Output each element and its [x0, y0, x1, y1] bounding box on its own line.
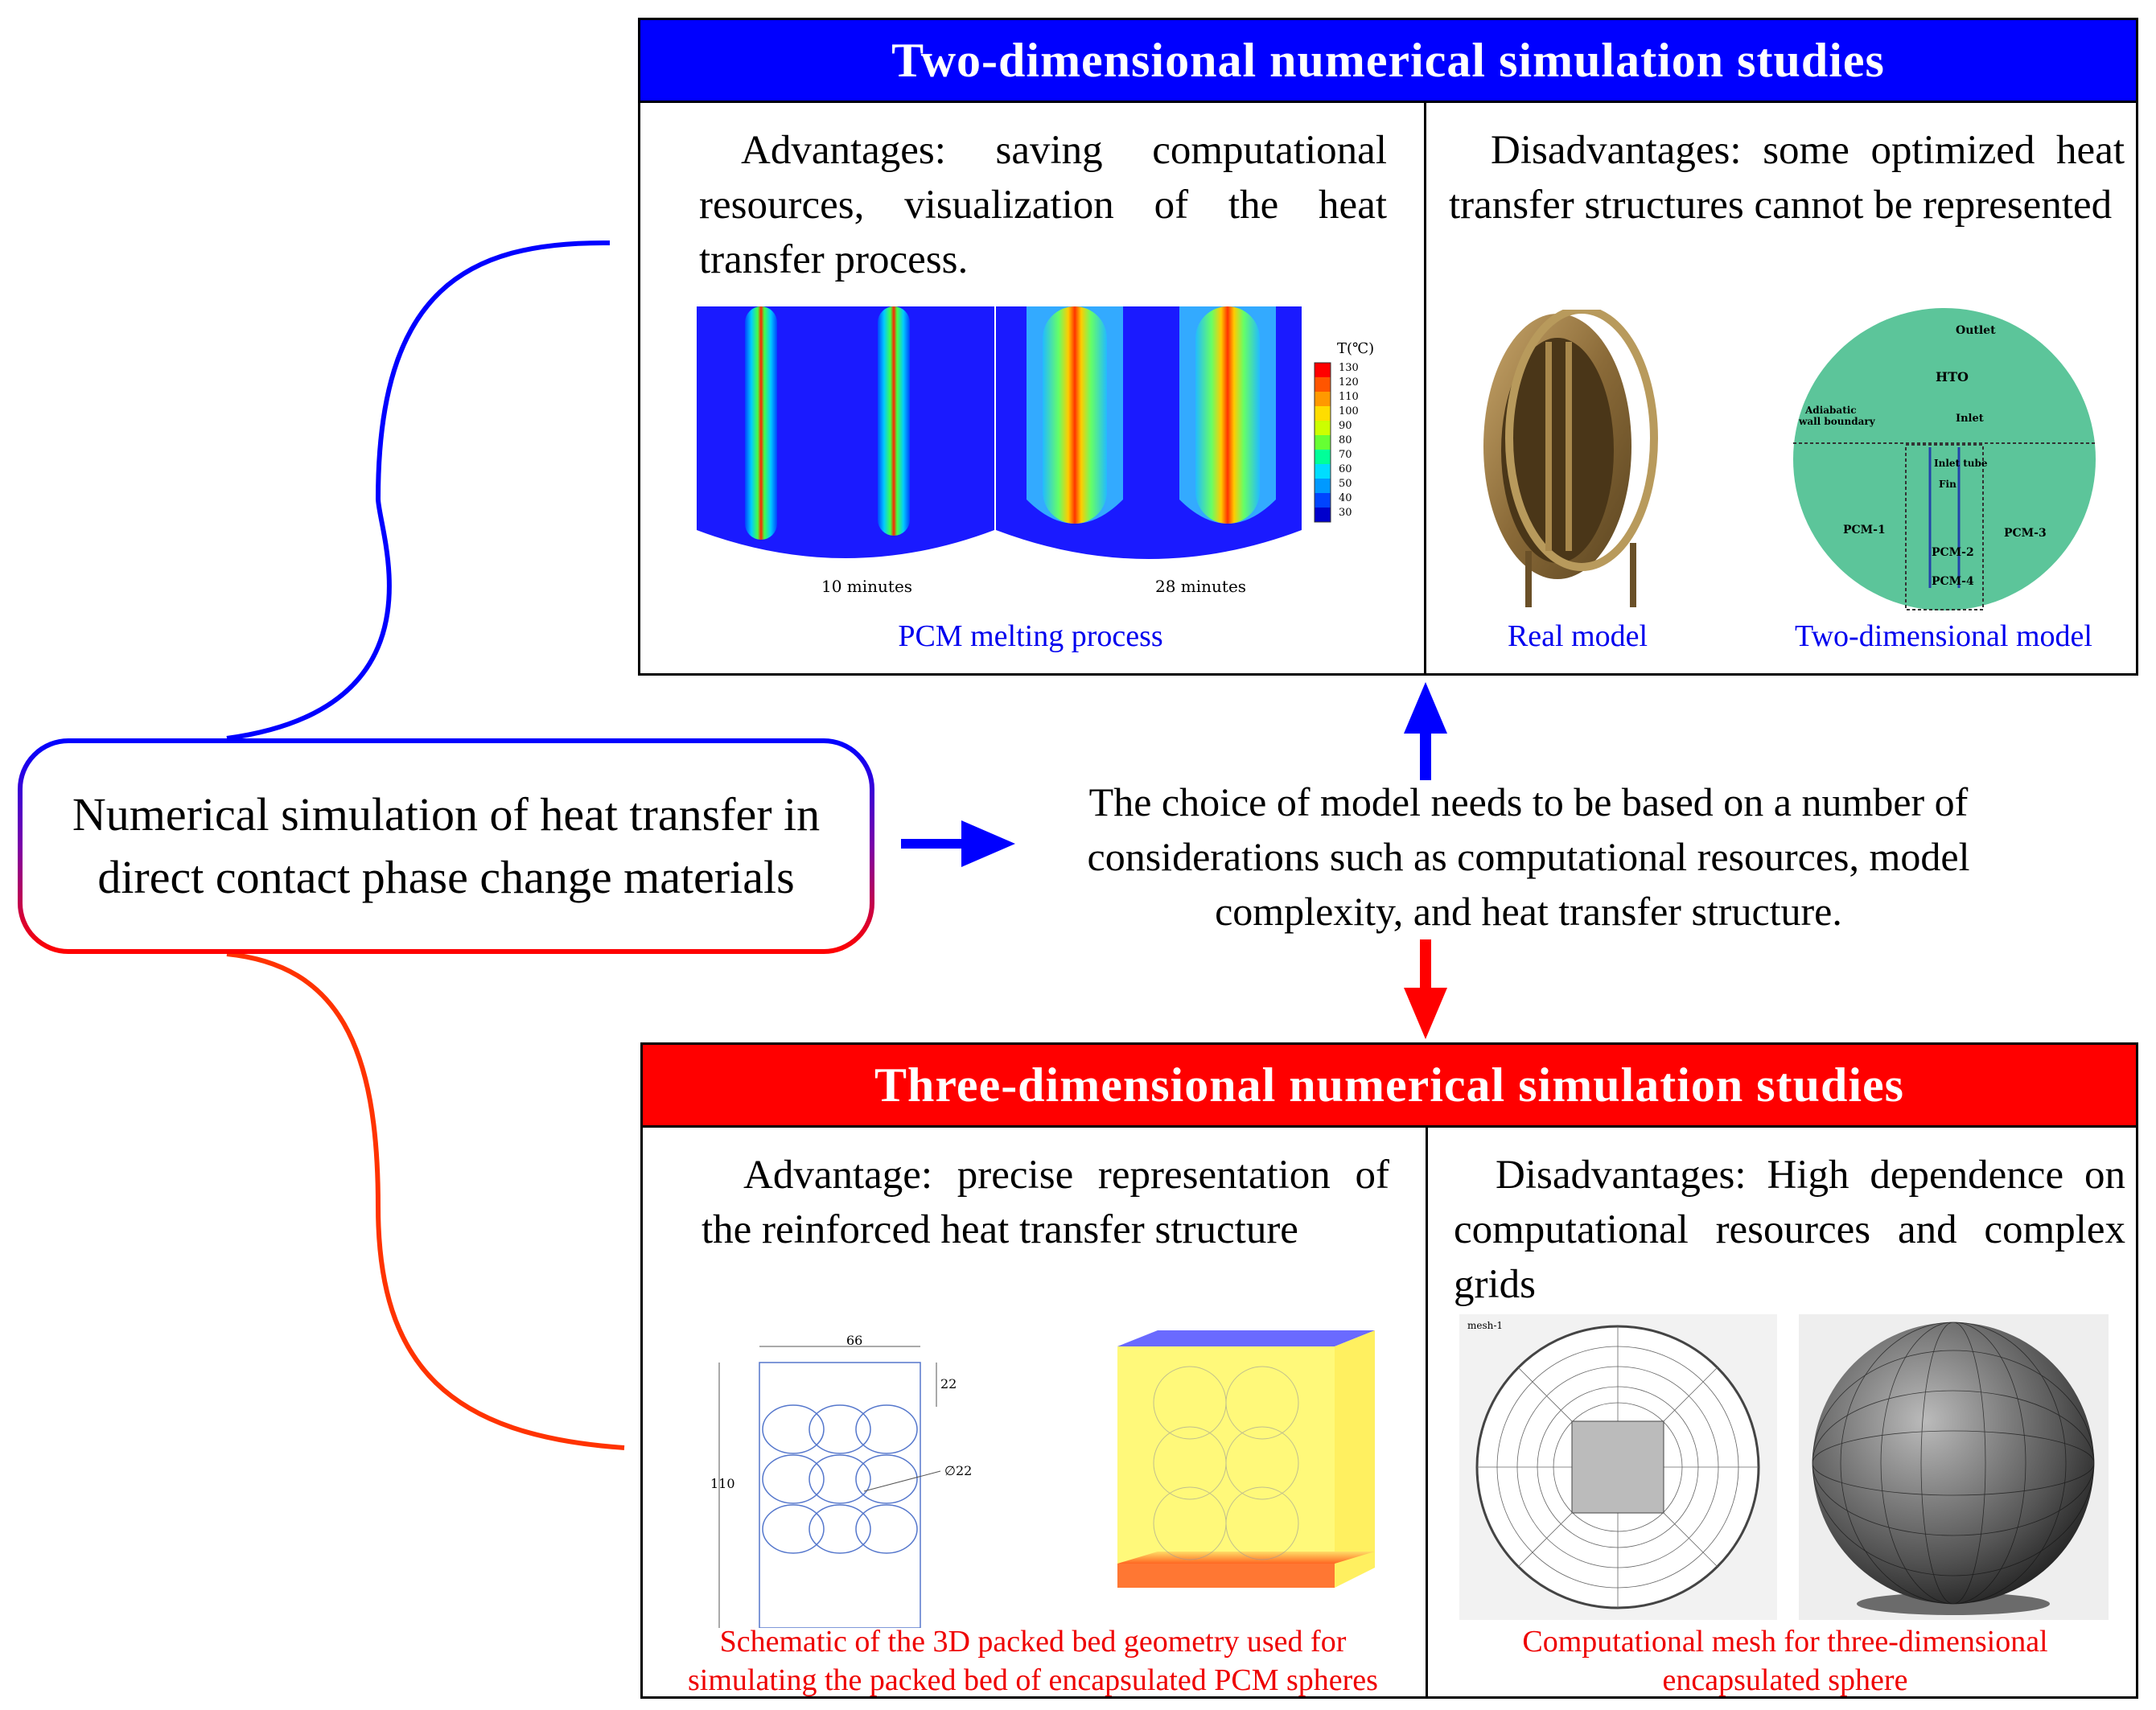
mesh-caption-line-2: encapsulated sphere	[1662, 1663, 1908, 1697]
dim-gap: 22	[940, 1376, 957, 1391]
label-pcm2: PCM-2	[1932, 546, 1974, 559]
label-outlet: Outlet	[1956, 324, 1996, 337]
two-d-model-caption: Two-dimensional model	[1795, 619, 2092, 653]
mesh-cross-section	[1459, 1314, 1777, 1620]
blue-branch-curve	[226, 240, 611, 741]
central-node-border	[18, 738, 874, 954]
arrow-right-icon	[901, 820, 1015, 867]
label-pcm1: PCM-1	[1843, 524, 1886, 536]
three-d-disadvantages-text: Disadvantages: High dependence on comput…	[1454, 1153, 2125, 1307]
packed-bed-schematic	[718, 1346, 941, 1628]
three-d-panel: Three-dimensional numerical simulation s…	[640, 1042, 2138, 1699]
pcm-melting-figure	[697, 306, 1331, 559]
two-d-advantages-text: Advantages: saving computational resourc…	[699, 128, 1387, 282]
real-model-caption: Real model	[1507, 619, 1648, 653]
two-d-model-figure	[1793, 308, 2096, 610]
arrow-up-icon	[1404, 682, 1447, 780]
time-label-28: 28 minutes	[1155, 577, 1247, 596]
two-d-title: Two-dimensional numerical simulation stu…	[640, 20, 2136, 101]
dim-height: 110	[710, 1476, 735, 1491]
packed-bed-3d-render	[1117, 1330, 1375, 1588]
central-node-text: Numerical simulation of heat transfer in…	[72, 788, 821, 903]
arrow-down-icon	[1404, 939, 1447, 1039]
two-d-column-divider	[1424, 101, 1426, 673]
two-d-header-divider	[640, 101, 2136, 103]
dim-diameter: ∅22	[944, 1463, 973, 1478]
central-node-bg	[18, 738, 874, 954]
mesh-sphere	[1799, 1314, 2109, 1620]
two-d-disadvantages-text: Disadvantages: some optimized heat trans…	[1449, 128, 2125, 228]
three-d-column-divider	[1426, 1125, 1428, 1696]
three-d-title: Three-dimensional numerical simulation s…	[643, 1045, 2136, 1128]
label-fin: Fin	[1939, 479, 1956, 490]
three-d-advantage-text: Advantage: precise representation of the…	[702, 1153, 1389, 1252]
red-branch-curve	[226, 952, 625, 1450]
legend-title: T(℃)	[1337, 340, 1375, 357]
label-wall-boundary: wall boundary	[1799, 416, 1875, 427]
consideration-text: The choice of model needs to be based on…	[1087, 779, 1970, 934]
label-inlet: Inlet	[1956, 413, 1984, 425]
label-pcm4: PCM-4	[1932, 575, 1974, 588]
dim-width: 66	[846, 1333, 863, 1348]
mesh-tag: mesh-1	[1467, 1320, 1504, 1331]
packed-bed-caption-line-1: Schematic of the 3D packed bed geometry …	[719, 1625, 1347, 1659]
pcm-melting-caption: PCM melting process	[898, 619, 1163, 653]
real-model-photo	[1483, 310, 1658, 607]
mesh-caption-line-1: Computational mesh for three-dimensional	[1522, 1625, 2048, 1659]
label-adiabatic: Adiabatic	[1805, 405, 1857, 416]
label-hto: HTO	[1936, 369, 1969, 384]
two-d-panel: Two-dimensional numerical simulation stu…	[638, 18, 2138, 676]
label-pcm3: PCM-3	[2004, 527, 2047, 540]
packed-bed-caption-line-2: simulating the packed bed of encapsulate…	[688, 1663, 1378, 1697]
time-label-10: 10 minutes	[821, 577, 913, 596]
label-inlet-tube: Inlet tube	[1934, 458, 1988, 469]
